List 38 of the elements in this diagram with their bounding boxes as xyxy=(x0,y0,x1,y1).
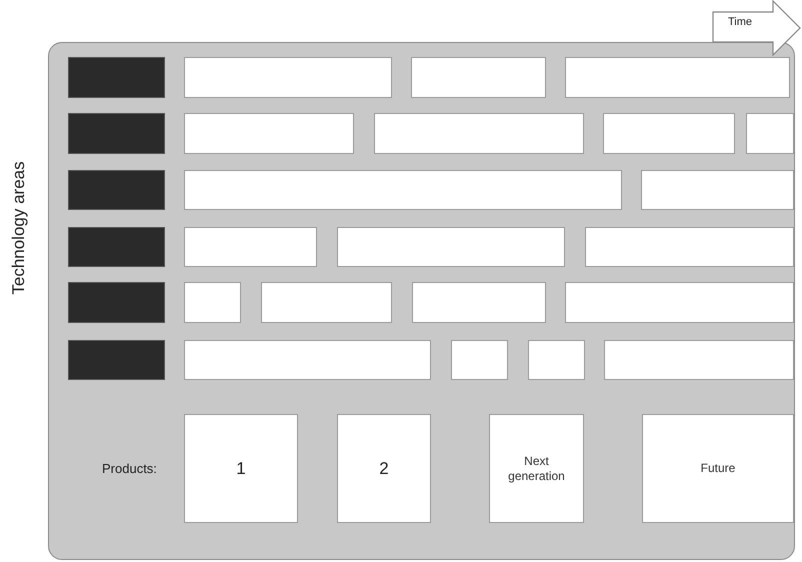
roadmap-bar xyxy=(374,113,584,154)
technology-area-block xyxy=(68,340,165,380)
product-label: Future xyxy=(700,461,736,476)
product-label: Next generation xyxy=(507,454,566,484)
product-label: 1 xyxy=(236,458,246,478)
technology-area-block xyxy=(68,282,165,323)
technology-area-block xyxy=(68,170,165,210)
roadmap-bar xyxy=(184,227,317,267)
arrow-label: Time xyxy=(728,16,752,28)
product-box xyxy=(184,414,298,523)
technology-area-block xyxy=(68,227,165,267)
roadmap-bar xyxy=(641,170,794,210)
roadmap-bar xyxy=(603,113,735,154)
roadmap-bar xyxy=(184,282,241,323)
roadmap-bar xyxy=(451,340,508,380)
time-arrow xyxy=(712,0,801,56)
roadmap-bar xyxy=(184,340,431,380)
product-label: 2 xyxy=(379,458,389,478)
roadmap-bar xyxy=(261,282,392,323)
roadmap-bar xyxy=(184,113,354,154)
roadmap-bar xyxy=(565,57,790,98)
product-box xyxy=(489,414,584,523)
roadmap-bar xyxy=(585,227,794,267)
row-label: Products: xyxy=(102,461,157,476)
roadmap-bar xyxy=(746,113,794,154)
roadmap-bar xyxy=(184,170,622,210)
axis-label: Technology areas xyxy=(9,160,29,297)
technology-area-block xyxy=(68,57,165,98)
roadmap-bar xyxy=(528,340,585,380)
product-box xyxy=(337,414,431,523)
roadmap-bar xyxy=(337,227,565,267)
technology-area-block xyxy=(68,113,165,154)
roadmap-bar xyxy=(565,282,794,323)
roadmap-bar xyxy=(184,57,392,98)
roadmap-bar xyxy=(411,57,546,98)
product-box xyxy=(642,414,794,523)
roadmap-bar xyxy=(412,282,546,323)
roadmap-bar xyxy=(604,340,794,380)
